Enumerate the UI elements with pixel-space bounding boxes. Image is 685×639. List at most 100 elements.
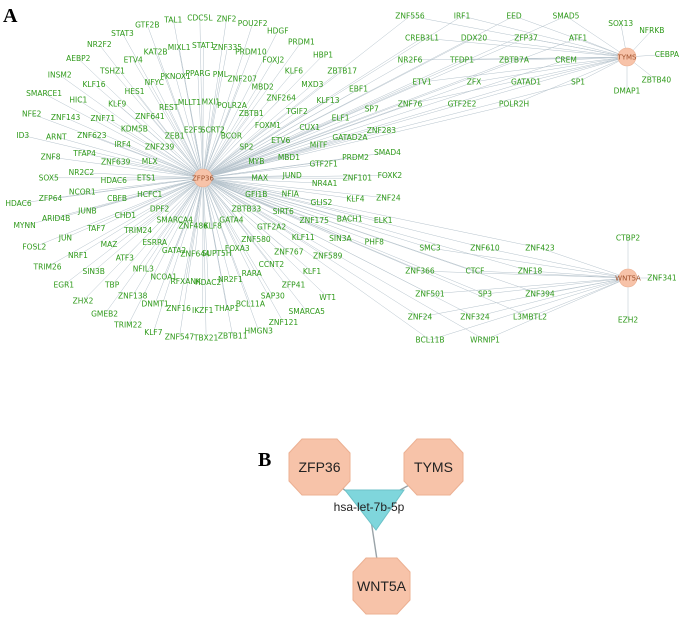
tf-node-tbp[interactable]: TBP <box>104 280 120 289</box>
tf-node-wrnip1[interactable]: WRNIP1 <box>470 336 500 345</box>
tf-node-hbp1[interactable]: HBP1 <box>313 51 333 60</box>
tf-node-hic1[interactable]: HIC1 <box>69 96 87 105</box>
tf-node-arnt[interactable]: ARNT <box>46 132 67 141</box>
tf-node-sp7[interactable]: SP7 <box>365 105 379 114</box>
tf-node-bcl11b[interactable]: BCL11B <box>415 336 444 345</box>
tf-node-etv4[interactable]: ETV4 <box>124 56 143 65</box>
tf-node-smarca5[interactable]: SMARCA5 <box>289 307 326 316</box>
tf-node-znf175[interactable]: ZNF175 <box>300 216 330 225</box>
tf-node-smarce1[interactable]: SMARCE1 <box>26 89 62 98</box>
tf-node-mxi1[interactable]: MXI1 <box>202 97 221 106</box>
hub-node-zfp36[interactable] <box>193 168 213 188</box>
gene-node-wnt5a[interactable] <box>352 557 411 615</box>
tf-node-wt1[interactable]: WT1 <box>319 293 336 302</box>
tf-node-nr2f6[interactable]: NR2F6 <box>398 56 423 65</box>
tf-node-e2f5[interactable]: E2F5 <box>184 126 203 135</box>
tf-node-phf8[interactable]: PHF8 <box>365 238 384 247</box>
tf-node-znf239[interactable]: ZNF239 <box>145 142 175 151</box>
tf-node-hmgn3[interactable]: HMGN3 <box>245 326 274 335</box>
tf-node-znf8[interactable]: ZNF8 <box>41 153 61 162</box>
tf-node-znf18[interactable]: ZNF18 <box>518 267 543 276</box>
tf-node-klf4[interactable]: KLF4 <box>346 194 364 203</box>
tf-node-znf24[interactable]: ZNF24 <box>376 194 401 203</box>
tf-node-stat3[interactable]: STAT3 <box>111 29 134 38</box>
tf-node-znf16[interactable]: ZNF16 <box>166 304 191 313</box>
tf-node-znf639[interactable]: ZNF639 <box>101 158 131 167</box>
tf-node-znf341[interactable]: ZNF341 <box>647 274 677 283</box>
tf-node-znf2[interactable]: ZNF2 <box>217 15 237 24</box>
tf-node-gfi1b[interactable]: GFI1B <box>245 190 267 199</box>
tf-node-nfia[interactable]: NFIA <box>282 189 300 198</box>
tf-node-nfil3[interactable]: NFIL3 <box>133 265 154 274</box>
tf-node-gata2[interactable]: GATA2 <box>162 246 186 255</box>
tf-node-zbtb7a[interactable]: ZBTB7A <box>499 56 530 65</box>
tf-node-sp2[interactable]: SP2 <box>239 142 253 151</box>
tf-node-nr2f2[interactable]: NR2F2 <box>87 40 112 49</box>
tf-node-stat1[interactable]: STAT1 <box>192 41 215 50</box>
tf-node-supt5h[interactable]: SUPT5H <box>202 249 232 258</box>
tf-node-kdm5b[interactable]: KDM5B <box>121 125 148 134</box>
tf-node-smad5[interactable]: SMAD5 <box>553 12 580 21</box>
tf-node-ebf1[interactable]: EBF1 <box>349 85 368 94</box>
tf-node-klf16[interactable]: KLF16 <box>83 80 106 89</box>
tf-node-nfrkb[interactable]: NFRKB <box>639 26 664 35</box>
tf-node-klf9[interactable]: KLF9 <box>108 99 126 108</box>
tf-node-bcl11a[interactable]: BCL11A <box>236 299 266 308</box>
tf-node-id3[interactable]: ID3 <box>16 131 29 140</box>
tf-node-znf486[interactable]: ZNF486 <box>179 221 209 230</box>
tf-node-nr4a1[interactable]: NR4A1 <box>312 179 338 188</box>
tf-node-prdm1[interactable]: PRDM1 <box>288 37 315 46</box>
tf-node-zbtb33[interactable]: ZBTB33 <box>232 205 262 214</box>
tf-node-sirt6[interactable]: SIRT6 <box>273 207 294 216</box>
tf-node-znf335[interactable]: ZNF335 <box>213 43 243 52</box>
tf-node-smc3[interactable]: SMC3 <box>419 244 440 253</box>
tf-node-max[interactable]: MAX <box>251 174 268 183</box>
tf-node-ikzf1[interactable]: IKZF1 <box>192 306 214 315</box>
tf-node-insm2[interactable]: INSM2 <box>48 71 72 80</box>
tf-node-irf4[interactable]: IRF4 <box>114 140 131 149</box>
tf-node-znf501[interactable]: ZNF501 <box>415 290 445 299</box>
tf-node-ncoa1[interactable]: NCOA1 <box>151 272 178 281</box>
tf-node-jun[interactable]: JUN <box>58 233 72 242</box>
tf-node-elf1[interactable]: ELF1 <box>332 114 350 123</box>
tf-node-znf121[interactable]: ZNF121 <box>269 318 299 327</box>
tf-node-mbd1[interactable]: MBD1 <box>278 153 300 162</box>
tf-node-prdm10[interactable]: PRDM10 <box>235 48 267 57</box>
tf-node-mllt1[interactable]: MLLT1 <box>178 98 201 107</box>
tf-node-hdgf[interactable]: HDGF <box>267 27 289 36</box>
tf-node-gatad1[interactable]: GATAD1 <box>511 78 541 87</box>
tf-node-trim24[interactable]: TRIM24 <box>123 226 152 235</box>
tf-node-ets1[interactable]: ETS1 <box>137 174 156 183</box>
tf-node-pml[interactable]: PML <box>213 70 229 79</box>
tf-node-esrra[interactable]: ESRRA <box>142 238 168 247</box>
tf-node-bach1[interactable]: BACH1 <box>337 215 363 224</box>
tf-node-eed[interactable]: EED <box>506 12 521 21</box>
tf-node-trim26[interactable]: TRIM26 <box>32 262 61 271</box>
gene-node-zfp36[interactable] <box>288 438 351 496</box>
tf-node-znf423[interactable]: ZNF423 <box>525 244 555 253</box>
tf-node-gtf2b[interactable]: GTF2B <box>135 21 159 30</box>
tf-node-rara[interactable]: RARA <box>242 269 263 278</box>
tf-node-chd1[interactable]: CHD1 <box>115 211 137 220</box>
tf-node-zfp37[interactable]: ZFP37 <box>514 34 538 43</box>
tf-node-zbtb17[interactable]: ZBTB17 <box>327 67 357 76</box>
tf-node-hdac6[interactable]: HDAC6 <box>101 176 128 185</box>
tf-node-cdc5l[interactable]: CDC5L <box>187 13 213 22</box>
tf-node-klf13[interactable]: KLF13 <box>317 96 340 105</box>
tf-node-znf623[interactable]: ZNF623 <box>77 131 107 140</box>
tf-node-dpf2[interactable]: DPF2 <box>150 205 170 214</box>
tf-node-sap30[interactable]: SAP30 <box>261 292 285 301</box>
tf-node-fosl2[interactable]: FOSL2 <box>22 243 46 252</box>
tf-node-znf143[interactable]: ZNF143 <box>51 113 81 122</box>
tf-node-mynn[interactable]: MYNN <box>13 221 35 230</box>
tf-node-creb3l1[interactable]: CREB3L1 <box>405 34 439 43</box>
tf-node-klf7[interactable]: KLF7 <box>144 328 162 337</box>
tf-node-trim22[interactable]: TRIM22 <box>113 320 142 329</box>
tf-node-smarca4[interactable]: SMARCA4 <box>157 216 194 225</box>
tf-node-zbtb1[interactable]: ZBTB1 <box>239 109 264 118</box>
tf-node-nfe2[interactable]: NFE2 <box>22 109 42 118</box>
tf-node-tgif2[interactable]: TGIF2 <box>285 107 308 116</box>
tf-node-etv6[interactable]: ETV6 <box>271 136 290 145</box>
tf-node-sin3b[interactable]: SIN3B <box>82 267 105 276</box>
tf-node-maz[interactable]: MAZ <box>101 240 118 249</box>
